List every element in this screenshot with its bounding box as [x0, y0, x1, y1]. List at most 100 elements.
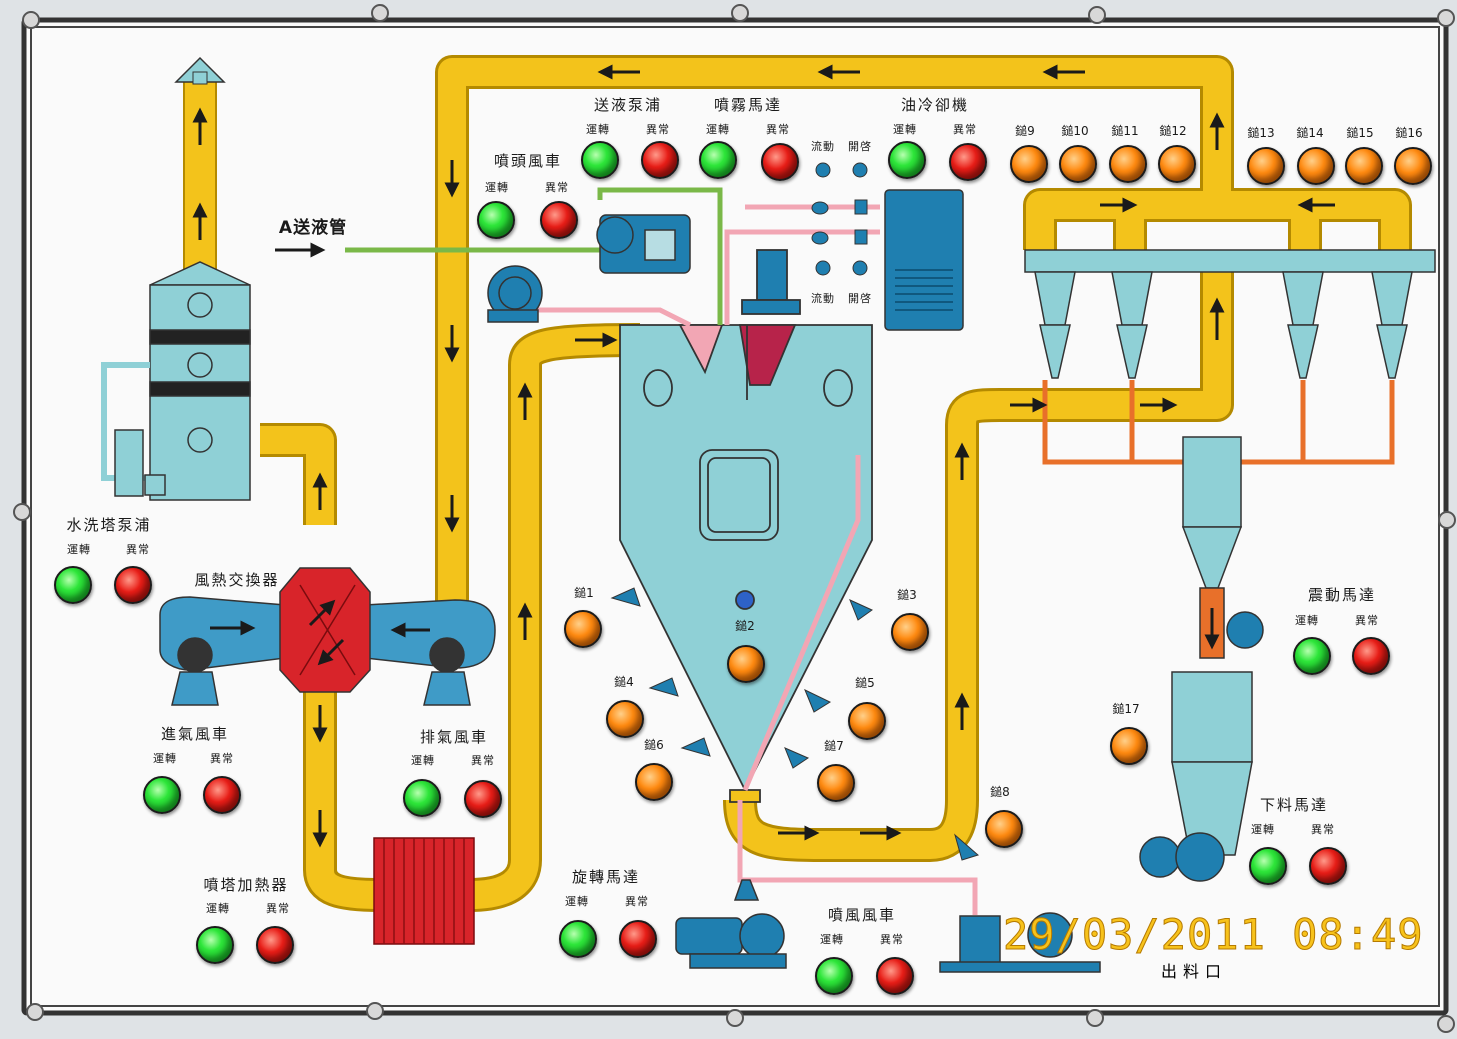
fault-indicator-lamp[interactable]	[641, 141, 679, 179]
fault-indicator-lamp[interactable]	[464, 780, 502, 818]
flow-label-2: 流動	[811, 292, 835, 305]
hammer-lamp-15[interactable]	[1345, 147, 1383, 185]
nozzle-fan-unit	[487, 265, 543, 323]
hammer-label: 鎚11	[1111, 124, 1139, 138]
outlet-label: 出料口	[1160, 962, 1228, 981]
hammer-lamp-17[interactable]	[1110, 727, 1148, 765]
run-indicator-lamp[interactable]	[815, 957, 853, 995]
hammer-lamp-16[interactable]	[1394, 147, 1432, 185]
hammer-lamp-7[interactable]	[817, 764, 855, 802]
exchanger-flow-arrows	[210, 599, 430, 666]
flow-label-1: 流動	[811, 140, 835, 153]
hammer-label: 鎚10	[1061, 124, 1089, 138]
run-indicator-lamp[interactable]	[1249, 847, 1287, 885]
group-title: 下料馬達	[1259, 796, 1329, 814]
hammer-lamp-2[interactable]	[727, 645, 765, 683]
hammer-lamp-10[interactable]	[1059, 145, 1097, 183]
hammer-label: 鎚17	[1112, 702, 1140, 716]
fault-indicator-lamp[interactable]	[203, 776, 241, 814]
hammer-label: 鎚9	[1015, 124, 1035, 138]
run-label: 運轉	[820, 933, 844, 946]
tower-heater-unit	[373, 837, 475, 945]
feed-pump-unit	[596, 214, 691, 274]
fault-indicator-lamp[interactable]	[114, 566, 152, 604]
run-label: 運轉	[67, 543, 91, 556]
group-title: 旋轉馬達	[571, 868, 641, 886]
run-label: 運轉	[565, 895, 589, 908]
fault-indicator-lamp[interactable]	[876, 957, 914, 995]
run-indicator-lamp[interactable]	[143, 776, 181, 814]
fault-indicator-lamp[interactable]	[540, 201, 578, 239]
group-title: 油冷卻機	[900, 96, 970, 114]
flow-direction-arrows	[192, 64, 1335, 848]
run-label: 運轉	[1295, 614, 1319, 627]
group-title: 送液泵浦	[593, 96, 663, 114]
hammer-label: 鎚16	[1395, 126, 1423, 140]
run-label: 運轉	[586, 123, 610, 136]
fault-label: 異常	[880, 933, 904, 946]
hammer-lamp-13[interactable]	[1247, 147, 1285, 185]
run-indicator-lamp[interactable]	[559, 920, 597, 958]
group-title: 噴霧馬達	[713, 96, 783, 114]
run-label: 運轉	[485, 181, 509, 194]
oil-cooler-unit	[884, 189, 964, 331]
rotary-motor-unit	[675, 879, 787, 969]
hammer-lamp-4[interactable]	[606, 700, 644, 738]
liquid-and-air-lines	[345, 187, 978, 915]
open-label-1: 開啓	[848, 140, 872, 153]
run-label: 運轉	[206, 902, 230, 915]
group-title: 噴塔加熱器	[203, 876, 289, 894]
hammer-lamp-1[interactable]	[564, 610, 602, 648]
run-indicator-lamp[interactable]	[1293, 637, 1331, 675]
exhaust-stack	[174, 56, 226, 281]
run-indicator-lamp[interactable]	[403, 779, 441, 817]
blow-fan-unit	[939, 912, 1101, 973]
run-indicator-lamp[interactable]	[477, 201, 515, 239]
fault-indicator-lamp[interactable]	[256, 926, 294, 964]
hammer-lamp-12[interactable]	[1158, 145, 1196, 183]
fault-label: 異常	[545, 181, 569, 194]
run-indicator-lamp[interactable]	[699, 141, 737, 179]
run-indicator-lamp[interactable]	[581, 141, 619, 179]
fault-indicator-lamp[interactable]	[1309, 847, 1347, 885]
tower-hammer-heads	[610, 587, 980, 861]
open-label-2: 開啓	[848, 292, 872, 305]
hammer-label: 鎚12	[1159, 124, 1187, 138]
fault-indicator-lamp[interactable]	[1352, 637, 1390, 675]
fault-indicator-lamp[interactable]	[761, 143, 799, 181]
fault-label: 異常	[210, 752, 234, 765]
run-indicator-lamp[interactable]	[196, 926, 234, 964]
run-indicator-lamp[interactable]	[888, 141, 926, 179]
group-title: 噴風風車	[827, 906, 897, 924]
hammer-lamp-8[interactable]	[985, 810, 1023, 848]
hammer-label: 鎚2	[735, 619, 755, 633]
group-title: 震動馬達	[1307, 586, 1377, 604]
camera-timestamp: 29/03/2011 08:49	[1003, 910, 1424, 960]
run-label: 運轉	[706, 123, 730, 136]
spray-dryer-tower	[619, 249, 873, 803]
run-indicator-lamp[interactable]	[54, 566, 92, 604]
heat-exchanger-label: 風熱交換器	[194, 571, 280, 589]
hammer-label: 鎚8	[990, 785, 1010, 799]
run-label: 運轉	[1251, 823, 1275, 836]
hammer-lamp-6[interactable]	[635, 763, 673, 801]
fault-label: 異常	[266, 902, 290, 915]
group-title: 水洗塔泵浦	[66, 516, 152, 534]
group-title: 噴頭風車	[493, 152, 563, 170]
hammer-lamp-14[interactable]	[1297, 147, 1335, 185]
hammer-label: 鎚14	[1296, 126, 1324, 140]
hammer-lamp-3[interactable]	[891, 613, 929, 651]
fault-indicator-lamp[interactable]	[949, 143, 987, 181]
hammer-label: 鎚4	[614, 675, 634, 689]
hammer-label: 鎚6	[644, 738, 664, 752]
fault-label: 異常	[646, 123, 670, 136]
heat-exchanger-assembly	[159, 567, 496, 706]
hammer-label: 鎚13	[1247, 126, 1275, 140]
run-label: 運轉	[893, 123, 917, 136]
panel-screws	[13, 4, 1456, 1033]
hammer-lamp-5[interactable]	[848, 702, 886, 740]
hammer-lamp-11[interactable]	[1109, 145, 1147, 183]
hammer-lamp-9[interactable]	[1010, 145, 1048, 183]
fault-indicator-lamp[interactable]	[619, 920, 657, 958]
